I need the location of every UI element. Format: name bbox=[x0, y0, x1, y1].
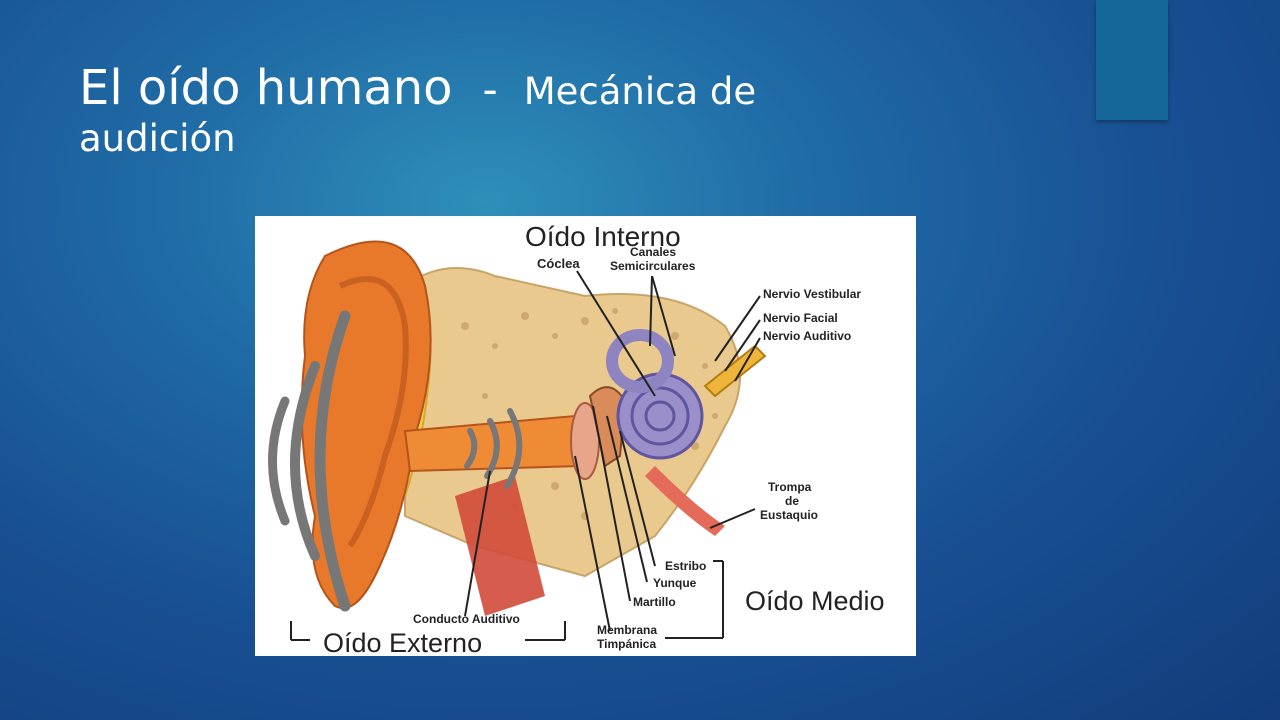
label-nervio-auditivo: Nervio Auditivo bbox=[763, 329, 851, 343]
leader-lines bbox=[290, 270, 761, 641]
pinna-inner bbox=[338, 276, 409, 548]
eustachian-tube bbox=[645, 466, 725, 536]
title-main: El oído humano bbox=[79, 60, 453, 116]
sound-waves bbox=[268, 310, 523, 612]
ossicles bbox=[588, 386, 627, 468]
label-canales: Canales bbox=[630, 245, 676, 259]
cochlea-turn-2 bbox=[644, 400, 676, 432]
label-timpanica: Timpánica bbox=[597, 637, 656, 651]
ear-diagram: Oído Interno Cóclea Canales Semicircular… bbox=[255, 216, 916, 656]
title-subtitle-line2: audición bbox=[79, 116, 236, 160]
label-nervio-vestibular: Nervio Vestibular bbox=[763, 287, 861, 301]
slide-title: El oído humano-Mecánica de audición bbox=[79, 62, 979, 159]
corner-accent-tab bbox=[1096, 0, 1168, 120]
title-subtitle-line1: Mecánica de bbox=[523, 70, 757, 113]
ear-illustration: Oído Interno Cóclea Canales Semicircular… bbox=[268, 221, 885, 656]
label-trompa-de: de bbox=[785, 494, 799, 508]
label-semicirculares: Semicirculares bbox=[610, 259, 696, 273]
bone-texture bbox=[461, 308, 718, 520]
label-membrana: Membrana bbox=[597, 623, 657, 637]
label-nervio-facial: Nervio Facial bbox=[763, 311, 838, 325]
jaw-muscle bbox=[455, 476, 545, 616]
label-martillo: Martillo bbox=[633, 595, 676, 609]
cochlea-turn-1 bbox=[630, 386, 690, 446]
label-yunque: Yunque bbox=[653, 576, 697, 590]
label-estribo: Estribo bbox=[665, 559, 706, 573]
label-middle-ear: Oído Medio bbox=[745, 586, 885, 616]
semicircular-canals bbox=[606, 329, 674, 393]
label-trompa: Trompa bbox=[768, 480, 812, 494]
title-dash: - bbox=[482, 65, 498, 114]
auditory-nerves bbox=[703, 344, 767, 398]
label-cochlea: Cóclea bbox=[537, 256, 580, 271]
label-conducto-auditivo: Conducto Auditivo bbox=[413, 612, 520, 626]
label-outer-ear: Oído Externo bbox=[323, 628, 482, 656]
label-inner-ear: Oído Interno bbox=[525, 221, 681, 252]
label-eustaquio: Eustaquio bbox=[760, 508, 818, 522]
